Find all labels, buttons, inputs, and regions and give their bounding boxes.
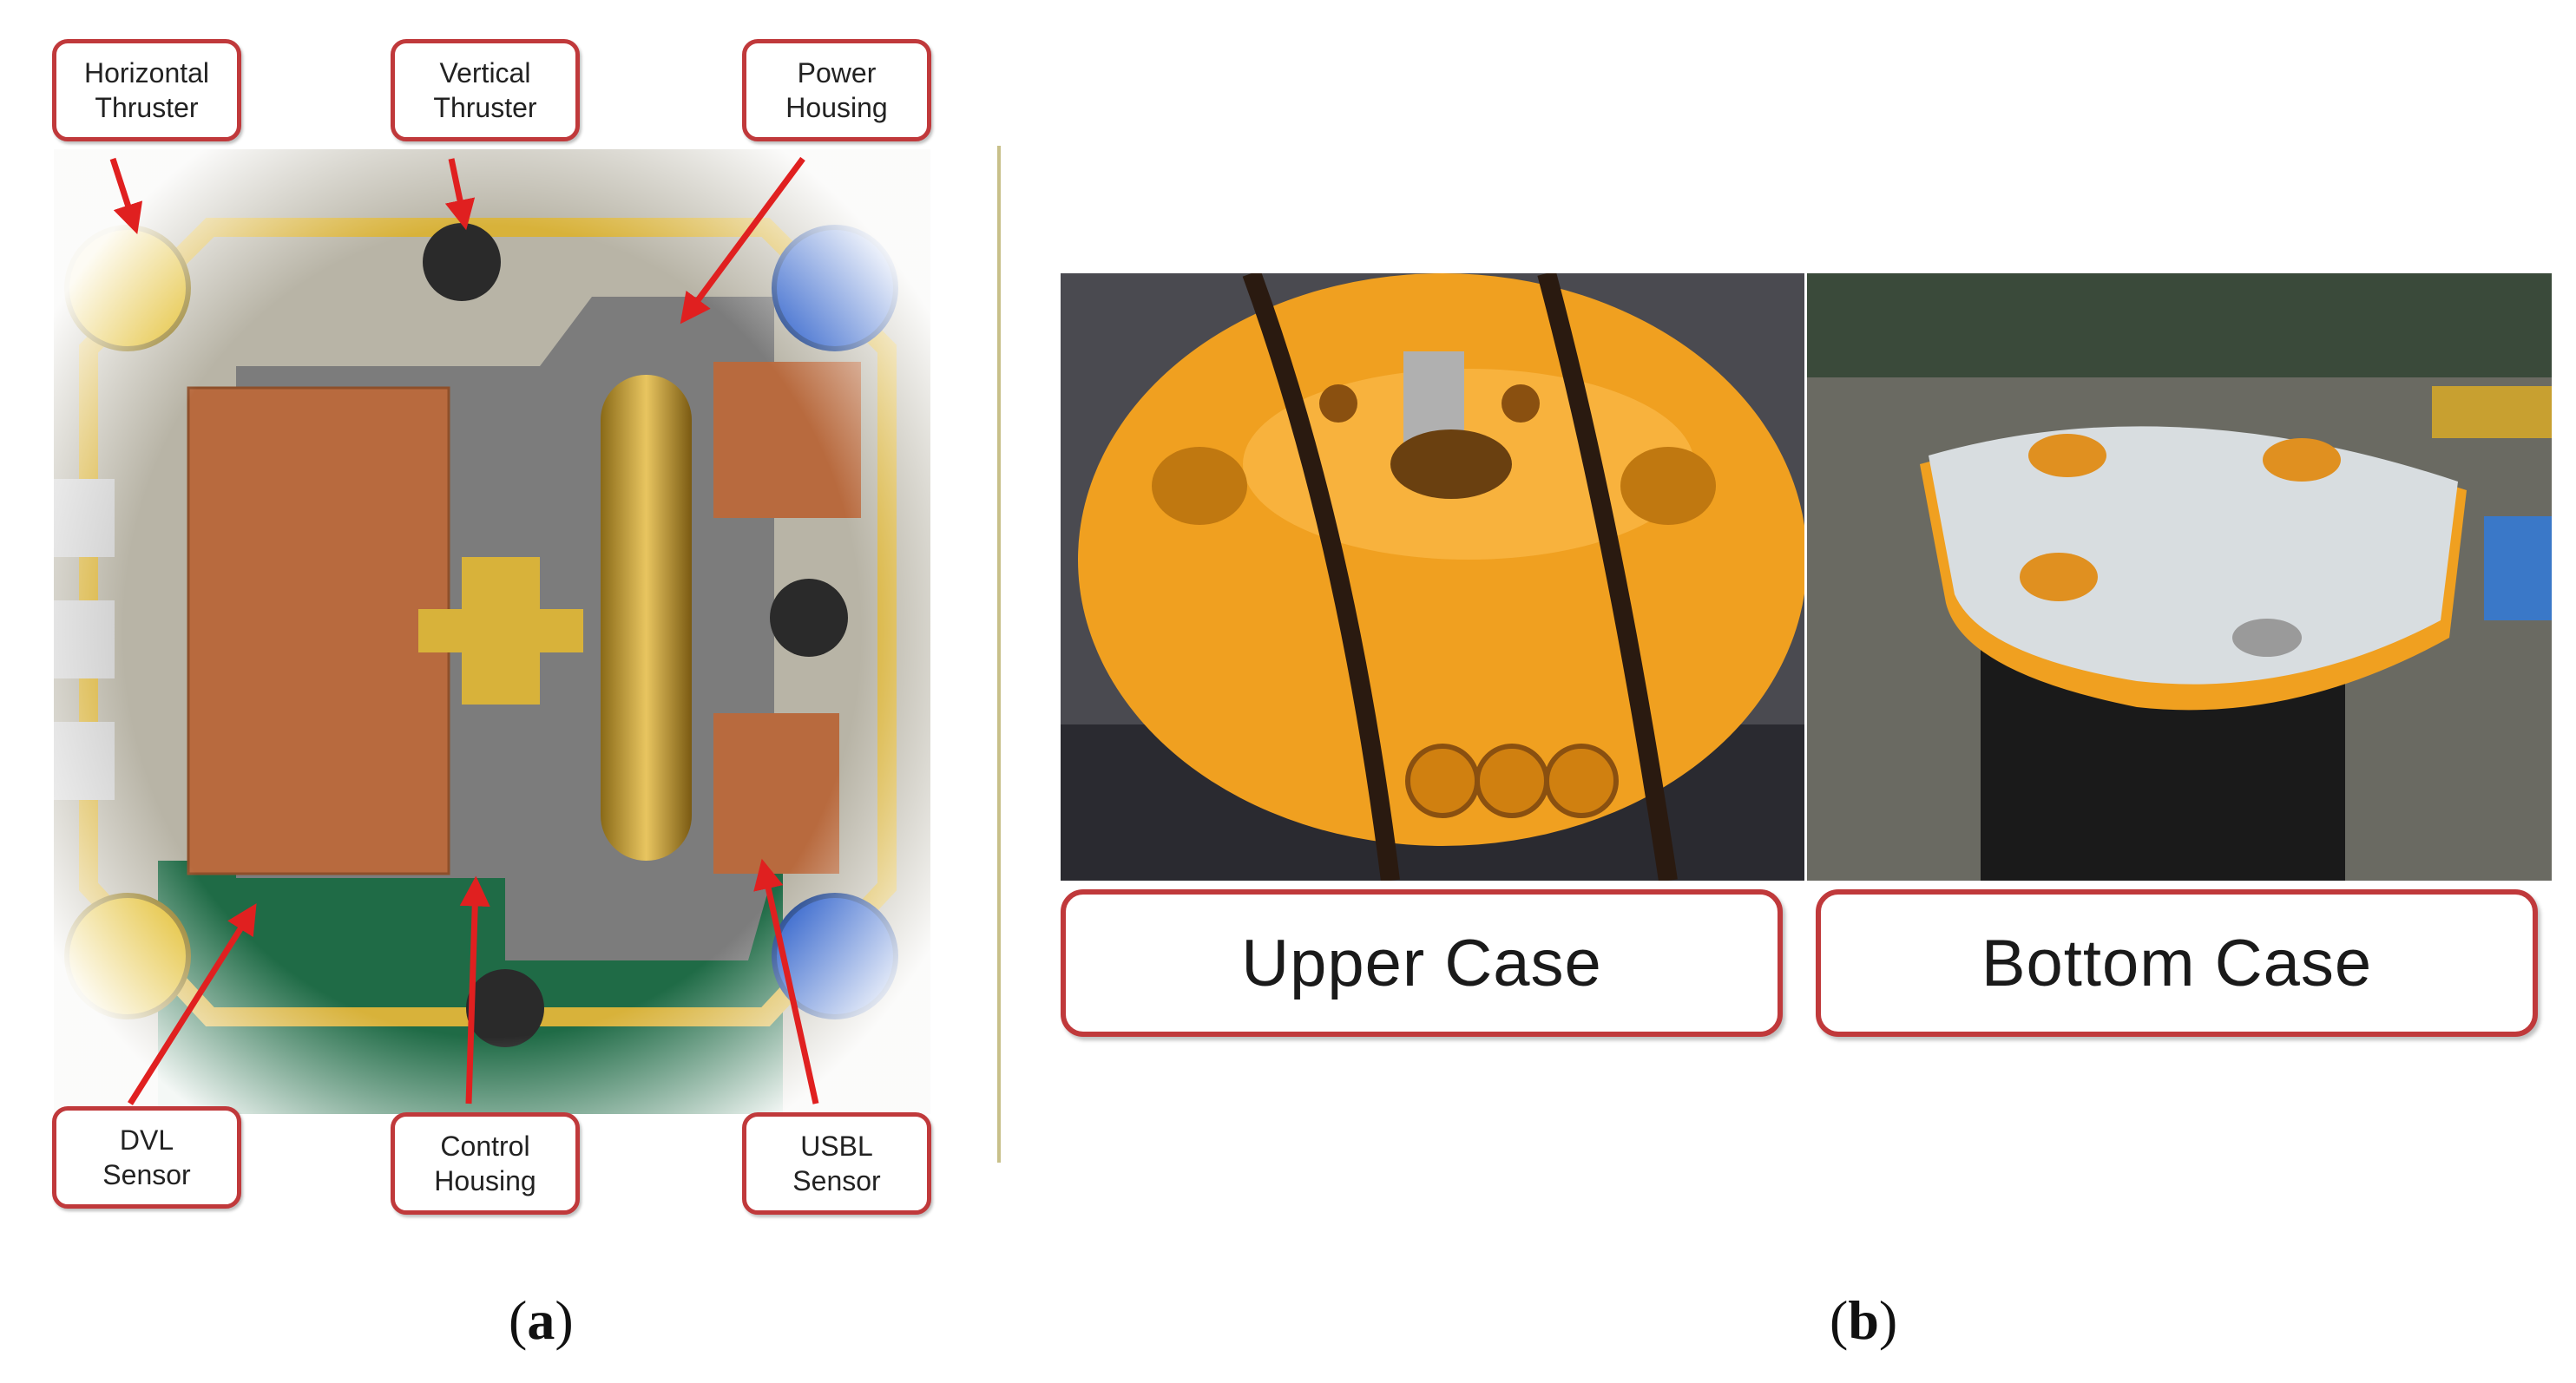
label-power-housing: Power Housing (742, 39, 931, 141)
label-vertical-thruster: Vertical Thruster (391, 39, 580, 141)
upper-case-photo (1061, 273, 1804, 881)
panel-divider (997, 146, 1001, 1163)
caption-upper-case: Upper Case (1061, 889, 1783, 1037)
caption-bottom-case: Bottom Case (1816, 889, 2538, 1037)
label-usbl-sensor: USBL Sensor (742, 1112, 931, 1215)
callout-arrows (109, 156, 819, 1105)
label-dvl-sensor: DVL Sensor (52, 1106, 241, 1209)
label-control-housing: Control Housing (391, 1112, 580, 1215)
panel-letter-a: a (527, 1289, 555, 1351)
panel-label-b: (b) (1830, 1289, 1898, 1351)
label-horizontal-thruster: Horizontal Thruster (52, 39, 241, 141)
bottom-case-photo (1807, 273, 2552, 881)
panel-letter-b: b (1848, 1289, 1879, 1351)
panel-label-a: (a) (509, 1289, 574, 1351)
